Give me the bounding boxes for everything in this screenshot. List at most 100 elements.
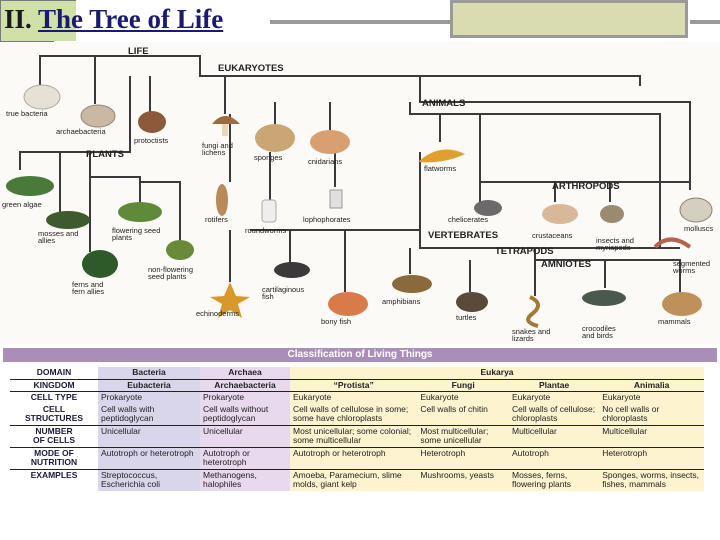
table-cell: Eukaryote	[508, 391, 600, 404]
row-label-cell-structures: CELL STRUCTURES	[10, 404, 98, 426]
mushroom-cap-illustration	[212, 116, 240, 124]
bony-fish-illustration	[328, 292, 368, 316]
label-ferns-line2: fern allies	[72, 287, 104, 296]
label-chelicerates: chelicerates	[448, 215, 488, 224]
branch-tetrapods	[419, 230, 680, 249]
tree-svg: LIFE EUKARYOTES ANIMALS PLANTS ARTHROPOD…	[2, 46, 713, 343]
table-row-kingdom: KINGDOM Eubacteria Archaebacteria “Proti…	[10, 378, 704, 392]
label-snakes-line1: snakes and	[512, 327, 550, 336]
table-cell: Cell walls with peptidoglycan	[98, 403, 200, 425]
group-labels: LIFE EUKARYOTES ANIMALS PLANTS ARTHROPOD…	[86, 46, 620, 270]
table-cell: Eukaryote	[417, 391, 509, 404]
header-decorative-box	[450, 0, 688, 38]
table-cell: Cell walls of cellulose in some; some ha…	[290, 403, 418, 425]
row-label-line: CELL	[42, 403, 66, 414]
label-segmented-line2: worms	[672, 266, 695, 275]
label-life: LIFE	[128, 46, 149, 57]
flatworm-illustration	[418, 149, 465, 163]
label-mosses-line1: mosses and	[38, 229, 78, 238]
tree-branches	[19, 55, 691, 296]
table-cell: Autotroph	[508, 446, 600, 469]
label-insects-line2: myriapods	[596, 243, 631, 252]
label-bony-fish: bony fish	[321, 317, 351, 326]
classification-table: DOMAIN Bacteria Archaea Eukarya KINGDOM …	[10, 367, 704, 491]
label-vertebrates: VERTEBRATES	[428, 230, 498, 241]
table-cell: Autotroph or heterotroph	[98, 446, 200, 469]
kingdom-cell: “Protista”	[290, 378, 418, 392]
label-nonflowering-line1: non-flowering	[148, 265, 193, 274]
row-label-kingdom: KINGDOM	[10, 378, 98, 392]
chelicerate-illustration	[474, 200, 502, 216]
table-row-cell-type: CELL TYPE Prokaryote Prokaryote Eukaryot…	[10, 391, 704, 404]
label-crustaceans: crustaceans	[532, 231, 573, 240]
branch-life	[39, 55, 201, 82]
row-label-mode-of-nutrition: MODE OF NUTRITION	[10, 446, 98, 469]
label-arthropods: ARTHROPODS	[552, 181, 620, 192]
label-plants: PLANTS	[86, 149, 124, 160]
title-numeral: II.	[4, 4, 32, 34]
mammal-illustration	[662, 292, 702, 316]
label-mosses-line2: allies	[38, 236, 55, 245]
row-label-domain: DOMAIN	[36, 367, 72, 377]
table-cell: Prokaryote	[98, 391, 200, 404]
label-echinoderms: echinoderms	[196, 309, 239, 318]
row-label-line: NUTRITION	[30, 457, 78, 467]
sponge-illustration	[255, 124, 295, 152]
branch-animals	[419, 76, 691, 190]
branch-arthropods	[479, 114, 690, 183]
label-true-bacteria: true bacteria	[6, 109, 49, 118]
label-crocodiles-line2: and birds	[582, 331, 613, 340]
crocodile-illustration	[582, 290, 626, 306]
label-archaebacteria: archaebacteria	[56, 127, 106, 136]
table-cell: Prokaryote	[200, 391, 290, 404]
label-cartilaginous-line2: fish	[262, 292, 274, 301]
snake-illustration	[526, 295, 540, 328]
table-cell: Most multicellular; some unicellular	[417, 424, 509, 447]
row-label-line: NUMBER	[35, 425, 73, 436]
label-segmented-line1: segmented	[673, 259, 710, 268]
label-amphibians: amphibians	[382, 297, 421, 306]
table-cell: Unicellular	[200, 424, 290, 447]
segmented-worm-illustration	[653, 237, 692, 249]
table-cell: Cell walls of cellulose; chloroplasts	[508, 403, 600, 425]
label-lophophorates: lophophorates	[303, 215, 351, 224]
label-fungi-line2: lichens	[202, 148, 226, 157]
label-snakes-line2: lizards	[512, 334, 534, 343]
label-flowering-line2: plants	[112, 233, 132, 242]
label-flatworms: flatworms	[424, 164, 456, 173]
table-cell: Methanogens, halophiles	[200, 468, 290, 491]
archaebacteria-illustration	[80, 104, 116, 128]
label-molluscs: molluscs	[684, 224, 713, 233]
table-cell: No cell walls or chloroplasts	[599, 403, 704, 425]
label-animals: ANIMALS	[422, 98, 465, 109]
label-eukaryotes: EUKARYOTES	[218, 63, 284, 74]
table-cell: Cell walls without peptidoglycan	[200, 403, 290, 425]
label-cnidarians: cnidarians	[308, 157, 342, 166]
table-row-cell-structures: CELL STRUCTURES Cell walls with peptidog…	[10, 403, 704, 426]
row-label-line: MODE OF	[34, 447, 74, 458]
table-cell: Heterotroph	[417, 446, 509, 469]
table-row-number-of-cells: NUMBER OF CELLS Unicellular Unicellular …	[10, 424, 704, 447]
table-row-examples: EXAMPLES Streptococcus, Escherichia coli…	[10, 468, 704, 491]
kingdom-cell: Plantae	[508, 378, 600, 392]
table-cell: Mosses, ferns, flowering plants	[508, 468, 600, 491]
table-cell: Multicellular	[508, 424, 600, 447]
table-cell: Eukaryote	[290, 391, 418, 404]
kingdom-cell: Animalia	[599, 378, 704, 392]
kingdom-cell: Fungi	[417, 378, 509, 392]
label-fungi-line1: fungi and	[202, 141, 233, 150]
table-cell: Mushrooms, yeasts	[417, 468, 509, 491]
branch-plants	[19, 76, 131, 170]
table-row-domain: DOMAIN Bacteria Archaea Eukarya	[10, 367, 704, 379]
table-row-mode-of-nutrition: MODE OF NUTRITION Autotroph or heterotro…	[10, 446, 704, 469]
fern-illustration	[82, 250, 118, 278]
branch-nonflowering	[139, 177, 181, 242]
amphibian-illustration	[392, 275, 432, 293]
tree-of-life-diagram: LIFE EUKARYOTES ANIMALS PLANTS ARTHROPOD…	[0, 42, 720, 344]
row-label-cell-type: CELL TYPE	[10, 391, 98, 404]
label-flowering-line1: flowering seed	[112, 226, 160, 235]
kingdom-cell: Eubacteria	[98, 378, 200, 392]
table-cell: Amoeba, Paramecium, slime molds, giant k…	[290, 468, 418, 491]
slide-header: II. The Tree of Life	[0, 0, 720, 42]
flowering-plant-illustration	[118, 202, 162, 222]
